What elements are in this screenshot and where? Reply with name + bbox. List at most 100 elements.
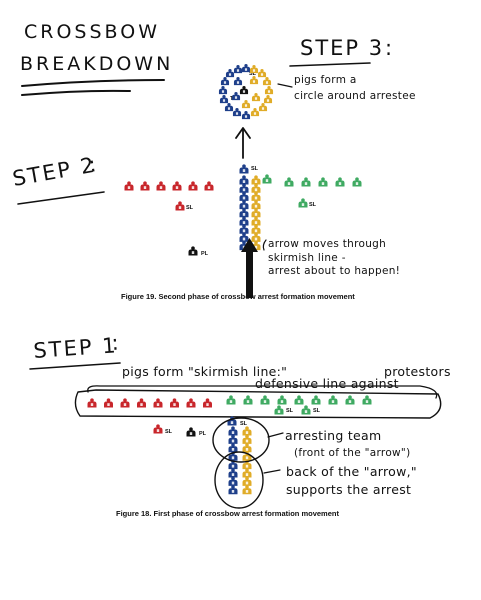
step1-sl-green-2: SL bbox=[313, 408, 321, 414]
skirmish-officer-red-icon bbox=[172, 181, 182, 191]
circle-officer-icon bbox=[218, 85, 228, 95]
circle-officer-icon bbox=[264, 85, 274, 95]
skirmish-officer-green-icon bbox=[226, 395, 236, 405]
skirmish-officer-green-icon bbox=[318, 177, 328, 187]
arrow-officer-blue-icon bbox=[228, 476, 238, 486]
skirmish-officer-green-icon bbox=[345, 395, 355, 405]
arrow-officer-blue-icon bbox=[228, 443, 238, 453]
arrow-officer-yellow-icon bbox=[242, 476, 252, 486]
step-3-heading: STEP 3 bbox=[300, 36, 384, 60]
squad-leader-red-icon bbox=[175, 201, 185, 211]
note-back-leader bbox=[263, 469, 281, 474]
title-line-2: BREAKDOWN bbox=[20, 53, 173, 75]
skirmish-officer-red-icon bbox=[87, 398, 97, 408]
skirmish-officer-green-icon bbox=[301, 177, 311, 187]
figure-18-caption: Figure 18. First phase of crossbow arres… bbox=[116, 509, 339, 518]
up-arrow-head bbox=[235, 127, 251, 139]
title-underline-2 bbox=[21, 89, 131, 96]
skirmish-officer-green-icon bbox=[262, 174, 272, 184]
skirmish-officer-green-icon bbox=[311, 395, 321, 405]
skirmish-officer-red-icon bbox=[188, 181, 198, 191]
circle-officer-icon bbox=[262, 76, 272, 86]
skirmish-officer-green-icon bbox=[352, 177, 362, 187]
step-1-colon: : bbox=[111, 330, 122, 355]
squad-leader-blue-icon bbox=[239, 164, 249, 174]
circle-officer-icon bbox=[225, 68, 235, 78]
skirmish-officer-green-icon bbox=[243, 395, 253, 405]
circle-sl-label: SL bbox=[249, 71, 257, 77]
note-circle-1: pigs form a bbox=[294, 74, 357, 86]
skirmish-officer-red-icon bbox=[203, 398, 212, 408]
skirmish-officer-red-icon bbox=[124, 181, 134, 191]
note-arrow-1: arrow moves through bbox=[268, 238, 386, 250]
circle-officer-icon bbox=[249, 64, 259, 74]
step2-sl-red: SL bbox=[186, 205, 194, 211]
step-3-underline bbox=[289, 62, 371, 67]
title-underline-1 bbox=[21, 79, 165, 87]
step-1-heading: STEP 1 bbox=[33, 333, 119, 363]
circle-officer-icon bbox=[224, 102, 234, 112]
arrow-officer-blue-icon bbox=[239, 175, 249, 185]
circle-officer-icon bbox=[233, 64, 243, 74]
circle-officer-icon bbox=[251, 92, 261, 102]
squad-leader-green-icon bbox=[274, 405, 284, 415]
note-back-1: back of the "arrow," bbox=[286, 464, 417, 479]
back-arrow-outline bbox=[214, 451, 264, 509]
circle-officer-icon bbox=[233, 76, 243, 86]
squad-leader-green-icon bbox=[301, 405, 311, 415]
arrow-officer-yellow-icon bbox=[251, 208, 261, 218]
skirmish-officer-red-icon bbox=[153, 398, 163, 408]
skirmish-officer-green-icon bbox=[294, 395, 304, 405]
arrow-officer-yellow-icon bbox=[251, 175, 261, 185]
note-arrow-3: arrest about to happen! bbox=[268, 265, 400, 277]
arrow-officer-blue-icon bbox=[228, 485, 238, 495]
skirmish-officer-red-icon bbox=[156, 181, 166, 191]
skirmish-officer-green-icon bbox=[277, 395, 287, 405]
circle-officer-icon bbox=[241, 110, 251, 120]
arrow-officer-yellow-icon bbox=[242, 468, 252, 478]
skirmish-officer-green-icon bbox=[260, 395, 270, 405]
arrow-officer-blue-icon bbox=[239, 200, 249, 210]
arrow-officer-blue-icon bbox=[228, 468, 238, 478]
circle-officer-icon bbox=[239, 85, 249, 95]
skirmish-officer-green-icon bbox=[362, 395, 372, 405]
arrow-officer-yellow-icon bbox=[251, 183, 261, 193]
circle-officer-icon bbox=[219, 94, 229, 104]
platoon-leader-icon bbox=[186, 427, 196, 437]
note-circle-leader bbox=[277, 83, 293, 88]
platoon-leader-icon bbox=[188, 246, 198, 256]
squad-leader-green-icon bbox=[298, 198, 308, 208]
skirmish-officer-red-icon bbox=[140, 181, 150, 191]
title-line-1: CROSSBOW bbox=[24, 21, 160, 43]
arresting-team-outline bbox=[212, 417, 270, 463]
skirmish-officer-green-icon bbox=[284, 177, 294, 187]
squad-leader-red-icon bbox=[153, 424, 163, 434]
arrow-officer-blue-icon bbox=[239, 191, 249, 201]
arrow-officer-blue-icon bbox=[239, 183, 249, 193]
step-1-underline bbox=[29, 362, 121, 370]
note-circle-2: circle around arrestee bbox=[294, 90, 416, 102]
step1-sl-red: SL bbox=[165, 429, 173, 435]
note-team-1: arresting team bbox=[285, 428, 381, 443]
skirmish-officer-red-icon bbox=[204, 181, 214, 191]
arrow-officer-yellow-icon bbox=[251, 216, 261, 226]
circle-officer-icon bbox=[250, 107, 260, 117]
note-team-2: (front of the "arrow") bbox=[294, 447, 410, 459]
circle-officer-icon bbox=[249, 75, 259, 85]
skirmish-officer-red-icon bbox=[120, 398, 130, 408]
arrow-officer-blue-icon bbox=[239, 232, 249, 242]
arrow-officer-yellow-icon bbox=[251, 224, 261, 234]
note-team-leader bbox=[267, 432, 284, 438]
push-arrow-shaft bbox=[246, 250, 253, 298]
step1-sl-blue: SL bbox=[240, 421, 248, 427]
arrow-officer-yellow-icon bbox=[251, 191, 261, 201]
note-skirmish-2: defensive line against bbox=[255, 376, 399, 391]
circle-officer-icon bbox=[231, 91, 241, 101]
step-1-formation bbox=[87, 395, 372, 495]
step-2-formation bbox=[124, 164, 362, 256]
step2-pl: PL bbox=[201, 251, 209, 257]
arrow-officer-yellow-icon bbox=[242, 443, 252, 453]
step1-sl-green-1: SL bbox=[286, 408, 294, 414]
skirmish-officer-red-icon bbox=[137, 398, 146, 408]
